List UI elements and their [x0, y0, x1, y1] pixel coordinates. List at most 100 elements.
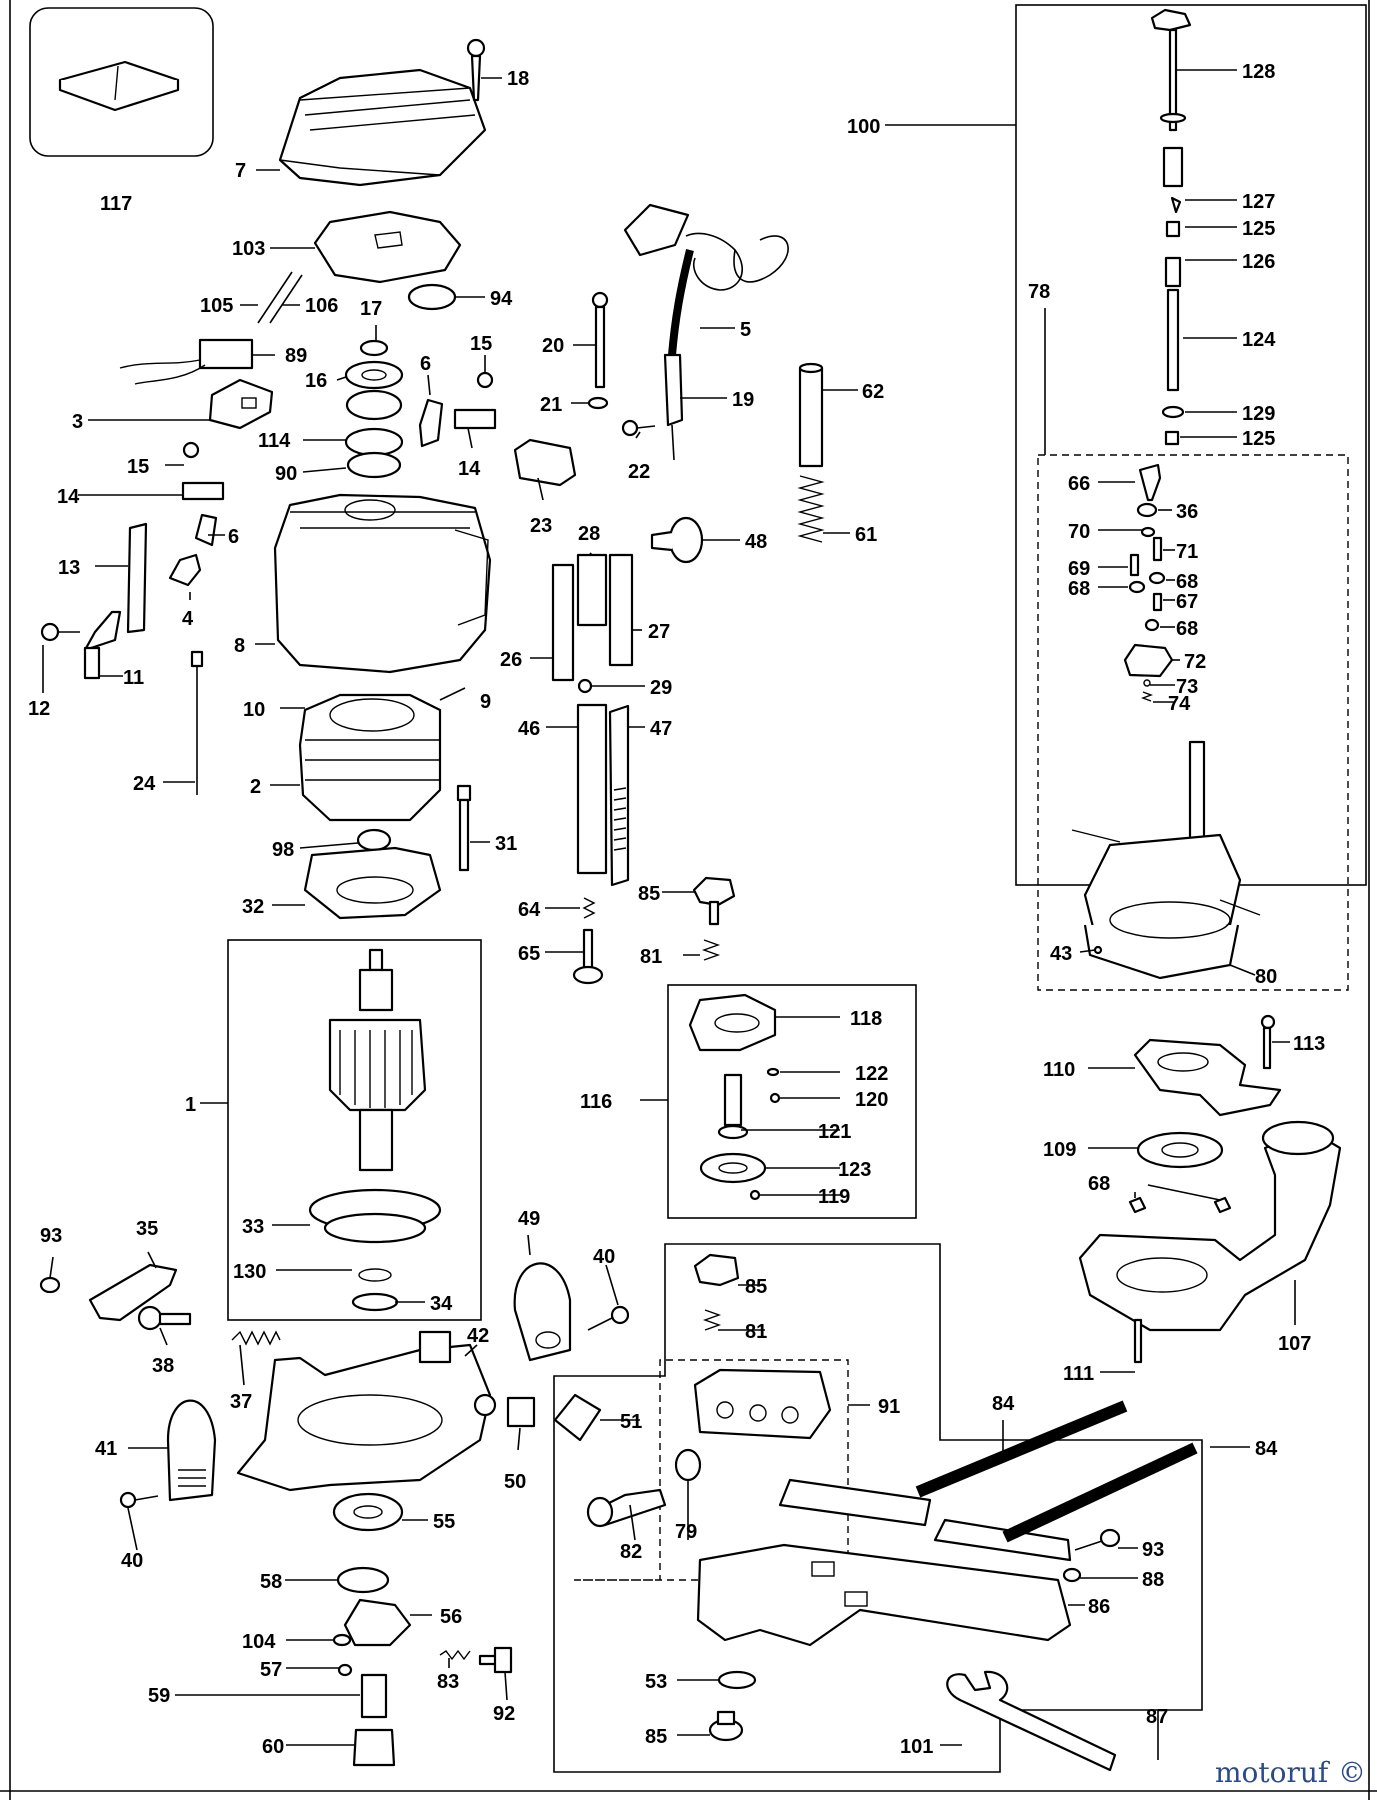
power-cord-part	[623, 203, 789, 461]
callout-78: 78	[1028, 281, 1050, 303]
callout-24: 24	[133, 773, 156, 795]
callout-50: 50	[504, 1471, 526, 1493]
callout-15-top: 15	[470, 333, 492, 355]
callout-6-top: 6	[420, 353, 431, 375]
callout-86: 86	[1088, 1596, 1110, 1618]
guide-bush-part	[688, 993, 781, 1201]
switch-part	[208, 378, 274, 430]
callout-103: 103	[232, 238, 265, 260]
callout-116: 116	[580, 1091, 612, 1113]
callout-27: 27	[648, 621, 670, 643]
callout-114: 114	[258, 430, 291, 452]
top-cover-part	[278, 68, 487, 187]
callout-55: 55	[433, 1511, 455, 1533]
callout-62: 62	[862, 381, 884, 403]
callout-113: 113	[1293, 1033, 1325, 1055]
column-part	[797, 362, 825, 543]
callout-47: 47	[650, 718, 672, 740]
callout-22: 22	[628, 461, 650, 483]
depth-bars-part	[576, 703, 630, 887]
callout-125-bottom: 125	[1242, 428, 1275, 450]
callout-69: 69	[1068, 558, 1090, 580]
callout-53: 53	[645, 1671, 667, 1693]
spring-part	[231, 1330, 281, 1346]
callout-68-d: 68	[1088, 1173, 1110, 1195]
callout-7: 7	[235, 160, 246, 182]
callout-9: 9	[480, 691, 491, 713]
callout-32: 32	[242, 896, 264, 918]
callout-92: 92	[493, 1703, 515, 1725]
manual-booklet-box	[29, 7, 214, 157]
handle-part	[119, 1399, 217, 1509]
right-handle-part	[513, 1262, 630, 1362]
field-coil-part	[298, 693, 442, 822]
fence-clamp-part	[708, 1670, 757, 1742]
brush-holder-part	[168, 371, 497, 587]
leader-lines	[42, 69, 1296, 1760]
callout-129: 129	[1242, 403, 1275, 425]
guide-rods-part	[551, 553, 634, 694]
callout-3: 3	[72, 411, 83, 433]
cord-clamp-screws-part	[587, 291, 656, 437]
callout-61: 61	[855, 524, 877, 546]
bolt-part	[456, 784, 472, 872]
callout-85-upper: 85	[638, 883, 660, 905]
spanner-part	[946, 1670, 1117, 1772]
fence-knob-part	[693, 1253, 740, 1331]
callout-5: 5	[740, 319, 751, 341]
callout-119: 119	[818, 1186, 850, 1208]
lock-bolt-part	[439, 1646, 513, 1674]
base-plate-part	[1071, 740, 1261, 980]
callout-107: 107	[1278, 1333, 1311, 1355]
callout-88: 88	[1142, 1569, 1164, 1591]
callout-101: 101	[900, 1736, 933, 1758]
callout-35: 35	[136, 1218, 158, 1240]
callout-49: 49	[518, 1208, 540, 1230]
callout-20: 20	[542, 335, 564, 357]
callout-89: 89	[285, 345, 307, 367]
callout-121: 121	[818, 1121, 851, 1143]
callout-111: 111	[1063, 1363, 1094, 1385]
callout-48: 48	[745, 531, 767, 553]
callout-28: 28	[578, 523, 600, 545]
callout-127: 127	[1242, 191, 1275, 213]
callout-16: 16	[305, 370, 327, 392]
callout-85-lower: 85	[645, 1726, 667, 1748]
depth-knob-part	[650, 516, 704, 564]
callout-33: 33	[242, 1216, 264, 1238]
callout-130: 130	[233, 1261, 266, 1283]
callout-2: 2	[250, 776, 261, 798]
callout-56: 56	[440, 1606, 462, 1628]
callout-126: 126	[1242, 251, 1275, 273]
callout-15-left: 15	[127, 456, 149, 478]
callout-106: 106	[305, 295, 338, 317]
callout-85-fence: 85	[745, 1276, 767, 1298]
callout-93-left: 93	[40, 1225, 62, 1247]
callout-8: 8	[234, 635, 245, 657]
lever-part	[39, 1263, 192, 1331]
callout-12: 12	[28, 698, 50, 720]
callout-29: 29	[650, 677, 672, 699]
dust-seal-part	[1136, 1131, 1224, 1169]
spring-plate-part	[126, 522, 148, 634]
lead-wire-part	[190, 650, 204, 795]
callout-43: 43	[1050, 943, 1072, 965]
callout-84-left: 84	[992, 1393, 1015, 1415]
callout-42: 42	[467, 1325, 489, 1347]
callout-81-upper: 81	[640, 946, 662, 968]
callout-125-top: 125	[1242, 218, 1275, 240]
parallel-fence-part	[696, 1478, 1072, 1647]
callout-118: 118	[850, 1008, 882, 1030]
callout-65: 65	[518, 943, 540, 965]
callout-26: 26	[500, 649, 522, 671]
callout-4: 4	[182, 608, 194, 630]
callout-109: 109	[1043, 1139, 1076, 1161]
armature-box	[227, 939, 482, 1321]
callout-93-right: 93	[1142, 1539, 1164, 1561]
callout-122: 122	[855, 1063, 888, 1085]
callout-104: 104	[242, 1631, 276, 1653]
callout-60: 60	[262, 1736, 284, 1758]
callout-18: 18	[507, 68, 529, 90]
callout-124: 124	[1242, 329, 1276, 351]
